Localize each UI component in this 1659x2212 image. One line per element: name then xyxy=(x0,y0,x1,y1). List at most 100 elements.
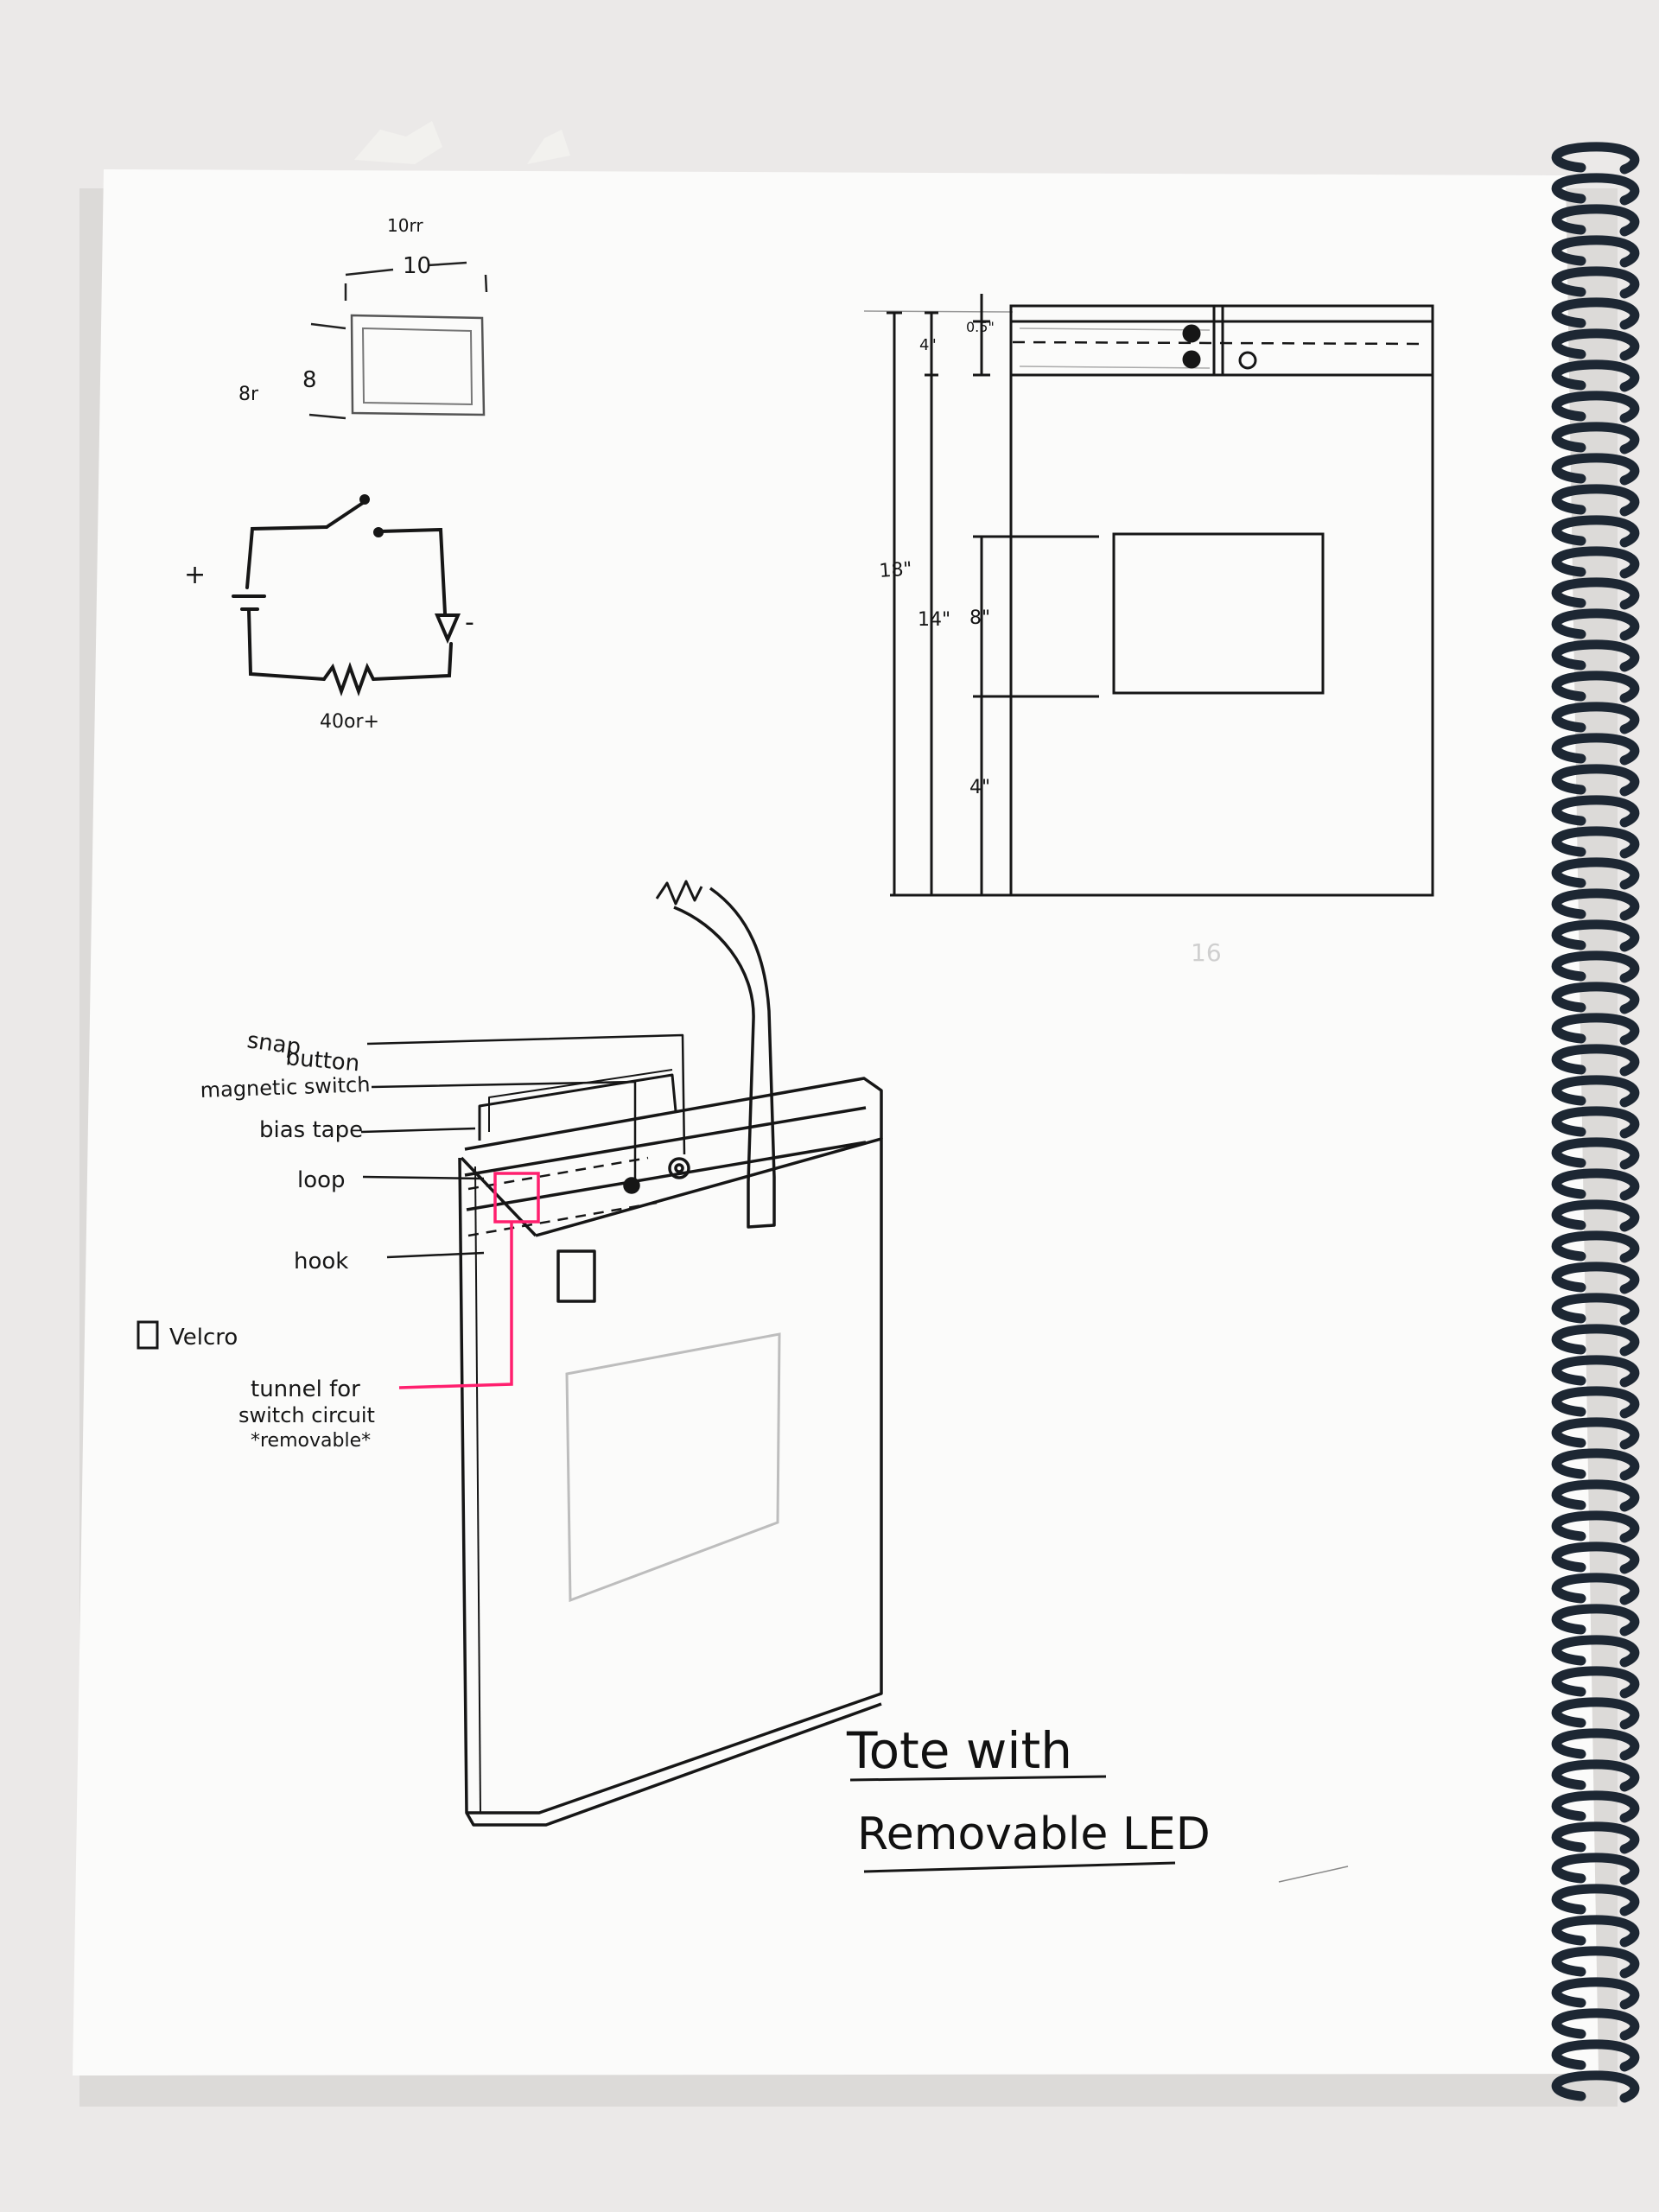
handle-cut-edge xyxy=(655,880,703,906)
spiral-coil xyxy=(1551,1635,1640,1668)
notebook-page xyxy=(73,169,1599,2075)
spiral-coil xyxy=(1551,1168,1640,1201)
circuit-diagram xyxy=(232,494,461,696)
rect-top-note: 10rr xyxy=(387,215,423,236)
spiral-coil xyxy=(1551,1728,1640,1761)
spiral-coil xyxy=(1551,982,1640,1014)
spiral-coil xyxy=(1551,1697,1640,1730)
switch-lever xyxy=(325,501,365,529)
dimension-total-height: 18" xyxy=(879,558,913,582)
resistor-symbol xyxy=(322,662,375,696)
led-window-outline xyxy=(1112,532,1325,695)
spiral-coil xyxy=(1551,1013,1640,1046)
spiral-coil xyxy=(1551,359,1640,392)
spiral-coil xyxy=(1551,1759,1640,1792)
spiral-coil xyxy=(1551,1044,1640,1077)
spiral-coil xyxy=(1551,1541,1640,1574)
spiral-coil xyxy=(1551,484,1640,517)
label-magnetic-switch: magnetic switch xyxy=(200,1072,371,1103)
stray-pencil-mark xyxy=(1278,1866,1349,1883)
spiral-coil xyxy=(1551,1604,1640,1637)
spiral-coil xyxy=(1551,546,1640,579)
spiral-coil xyxy=(1551,857,1640,890)
spiral-coil xyxy=(1551,1853,1640,1885)
spiral-coil xyxy=(1551,1324,1640,1357)
spiral-coil xyxy=(1551,1075,1640,1108)
dimension-window-height: 8" xyxy=(969,607,990,629)
rect-side-note: 8r xyxy=(238,384,259,405)
spiral-coil xyxy=(1551,453,1640,486)
spiral-coil xyxy=(1551,1448,1640,1481)
rect-side-dimension: 8 xyxy=(302,367,317,393)
label-loop: loop xyxy=(297,1167,346,1193)
spiral-coil xyxy=(1551,1977,1640,2010)
spiral-coil xyxy=(1551,1946,1640,1979)
snap-button-icon xyxy=(1238,351,1257,370)
spiral-coil xyxy=(1551,671,1640,703)
spiral-binding xyxy=(1551,142,1640,2103)
spiral-coil xyxy=(1551,1230,1640,1263)
spiral-coil xyxy=(1551,2039,1640,2072)
spiral-coil xyxy=(1551,173,1640,206)
spiral-coil xyxy=(1551,1417,1640,1450)
spiral-coil xyxy=(1551,235,1640,268)
spiral-coil xyxy=(1551,1199,1640,1232)
label-tunnel-line3: *removable* xyxy=(251,1430,371,1452)
spiral-coil xyxy=(1551,888,1640,921)
label-tunnel-line2: switch circuit xyxy=(238,1403,375,1427)
circuit-wire-bottom-right xyxy=(372,642,453,681)
spiral-coil xyxy=(1551,608,1640,641)
dimension-body-height: 14" xyxy=(918,609,950,631)
spiral-coil xyxy=(1551,297,1640,330)
spiral-coil xyxy=(1551,1790,1640,1823)
dimension-top-band: 4" xyxy=(919,336,937,354)
spiral-coil xyxy=(1551,1386,1640,1419)
spiral-coil xyxy=(1551,577,1640,610)
spiral-coil xyxy=(1551,639,1640,672)
rectangle-sketch xyxy=(308,261,488,420)
spiral-coil xyxy=(1551,733,1640,766)
snap-button-icon xyxy=(668,1157,690,1179)
spiral-coil xyxy=(1551,328,1640,361)
dimension-bottom-height: 4" xyxy=(969,777,990,798)
velcro-legend-swatch xyxy=(137,1320,159,1350)
spiral-coil xyxy=(1551,919,1640,952)
spiral-coil xyxy=(1551,1915,1640,1948)
magnet-dot-icon xyxy=(1182,350,1201,369)
spiral-coil xyxy=(1551,142,1640,175)
spiral-coil xyxy=(1551,764,1640,797)
spiral-coil xyxy=(1551,391,1640,423)
spiral-coil xyxy=(1551,515,1640,548)
spiral-coil xyxy=(1551,1293,1640,1325)
led-symbol xyxy=(434,613,461,645)
spiral-coil xyxy=(1551,266,1640,299)
spiral-coil xyxy=(1551,2008,1640,2041)
spiral-coil xyxy=(1551,204,1640,237)
spiral-coil xyxy=(1551,826,1640,859)
spiral-coil xyxy=(1551,422,1640,454)
spiral-coil xyxy=(1551,1821,1640,1854)
led-window-pencil xyxy=(565,1332,781,1603)
dimension-band-width: 0.5" xyxy=(966,319,995,335)
title-line-2: Removable LED xyxy=(857,1808,1211,1860)
title-underline xyxy=(849,1775,1107,1782)
spiral-coil xyxy=(1551,1262,1640,1294)
spiral-coil xyxy=(1551,1510,1640,1543)
label-button: button xyxy=(284,1045,360,1077)
rect-top-dimension: 10 xyxy=(403,253,431,279)
handle-end xyxy=(747,1177,776,1229)
circuit-minus-label: - xyxy=(465,607,474,638)
page-number: 16 xyxy=(1191,938,1222,967)
title-underline xyxy=(863,1861,1176,1873)
spiral-coil xyxy=(1551,1106,1640,1139)
circuit-wire-top-right xyxy=(378,527,447,615)
hook-velcro-square xyxy=(556,1249,596,1303)
circuit-wire-bottom-left xyxy=(247,608,326,681)
title-line-1: Tote with xyxy=(846,1721,1072,1780)
spiral-coil xyxy=(1551,1479,1640,1512)
torn-paper-scrap xyxy=(527,130,570,164)
spiral-coil xyxy=(1551,2070,1640,2103)
spiral-coil xyxy=(1551,1355,1640,1388)
label-bias-tape: bias tape xyxy=(259,1117,363,1143)
